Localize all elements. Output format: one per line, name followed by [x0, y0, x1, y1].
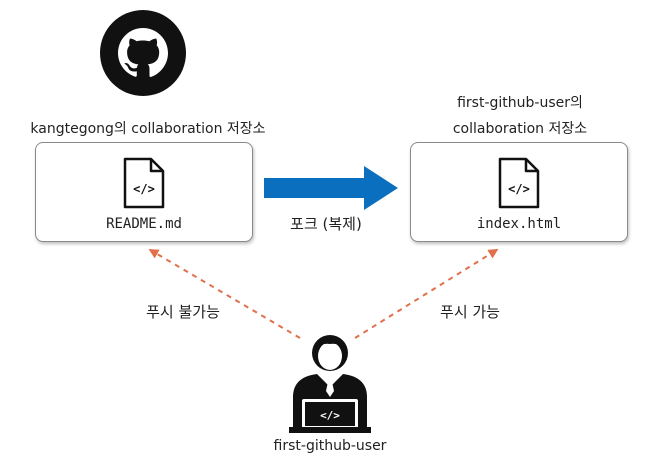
- github-logo-icon: [100, 10, 186, 96]
- fork-arrow: [264, 166, 400, 210]
- code-file-icon: </>: [496, 157, 542, 209]
- fork-arrow-label: 포크 (복제): [290, 215, 362, 233]
- fork-repo-label-line1: first-github-user의: [457, 95, 583, 111]
- user-label: first-github-user: [273, 438, 387, 454]
- push-denied-arrow: [148, 248, 301, 339]
- upstream-file-name: README.md: [106, 216, 182, 232]
- fork-repo-box: </> index.html: [410, 142, 628, 242]
- push-allowed-arrow: [354, 248, 499, 339]
- push-denied-label: 푸시 불가능: [146, 303, 220, 321]
- push-allowed-label: 푸시 가능: [440, 303, 500, 321]
- fork-file-name: index.html: [476, 216, 562, 232]
- fork-repo-label-line2: collaboration 저장소: [452, 121, 588, 137]
- svg-text:</>: </>: [320, 409, 340, 422]
- svg-text:</>: </>: [133, 182, 155, 196]
- upstream-repo-label: kangtegong의 collaboration 저장소: [30, 121, 266, 137]
- upstream-repo-box: </> README.md: [35, 142, 253, 242]
- svg-text:</>: </>: [508, 182, 530, 196]
- developer-icon: </>: [283, 325, 377, 433]
- code-file-icon: </>: [121, 157, 167, 209]
